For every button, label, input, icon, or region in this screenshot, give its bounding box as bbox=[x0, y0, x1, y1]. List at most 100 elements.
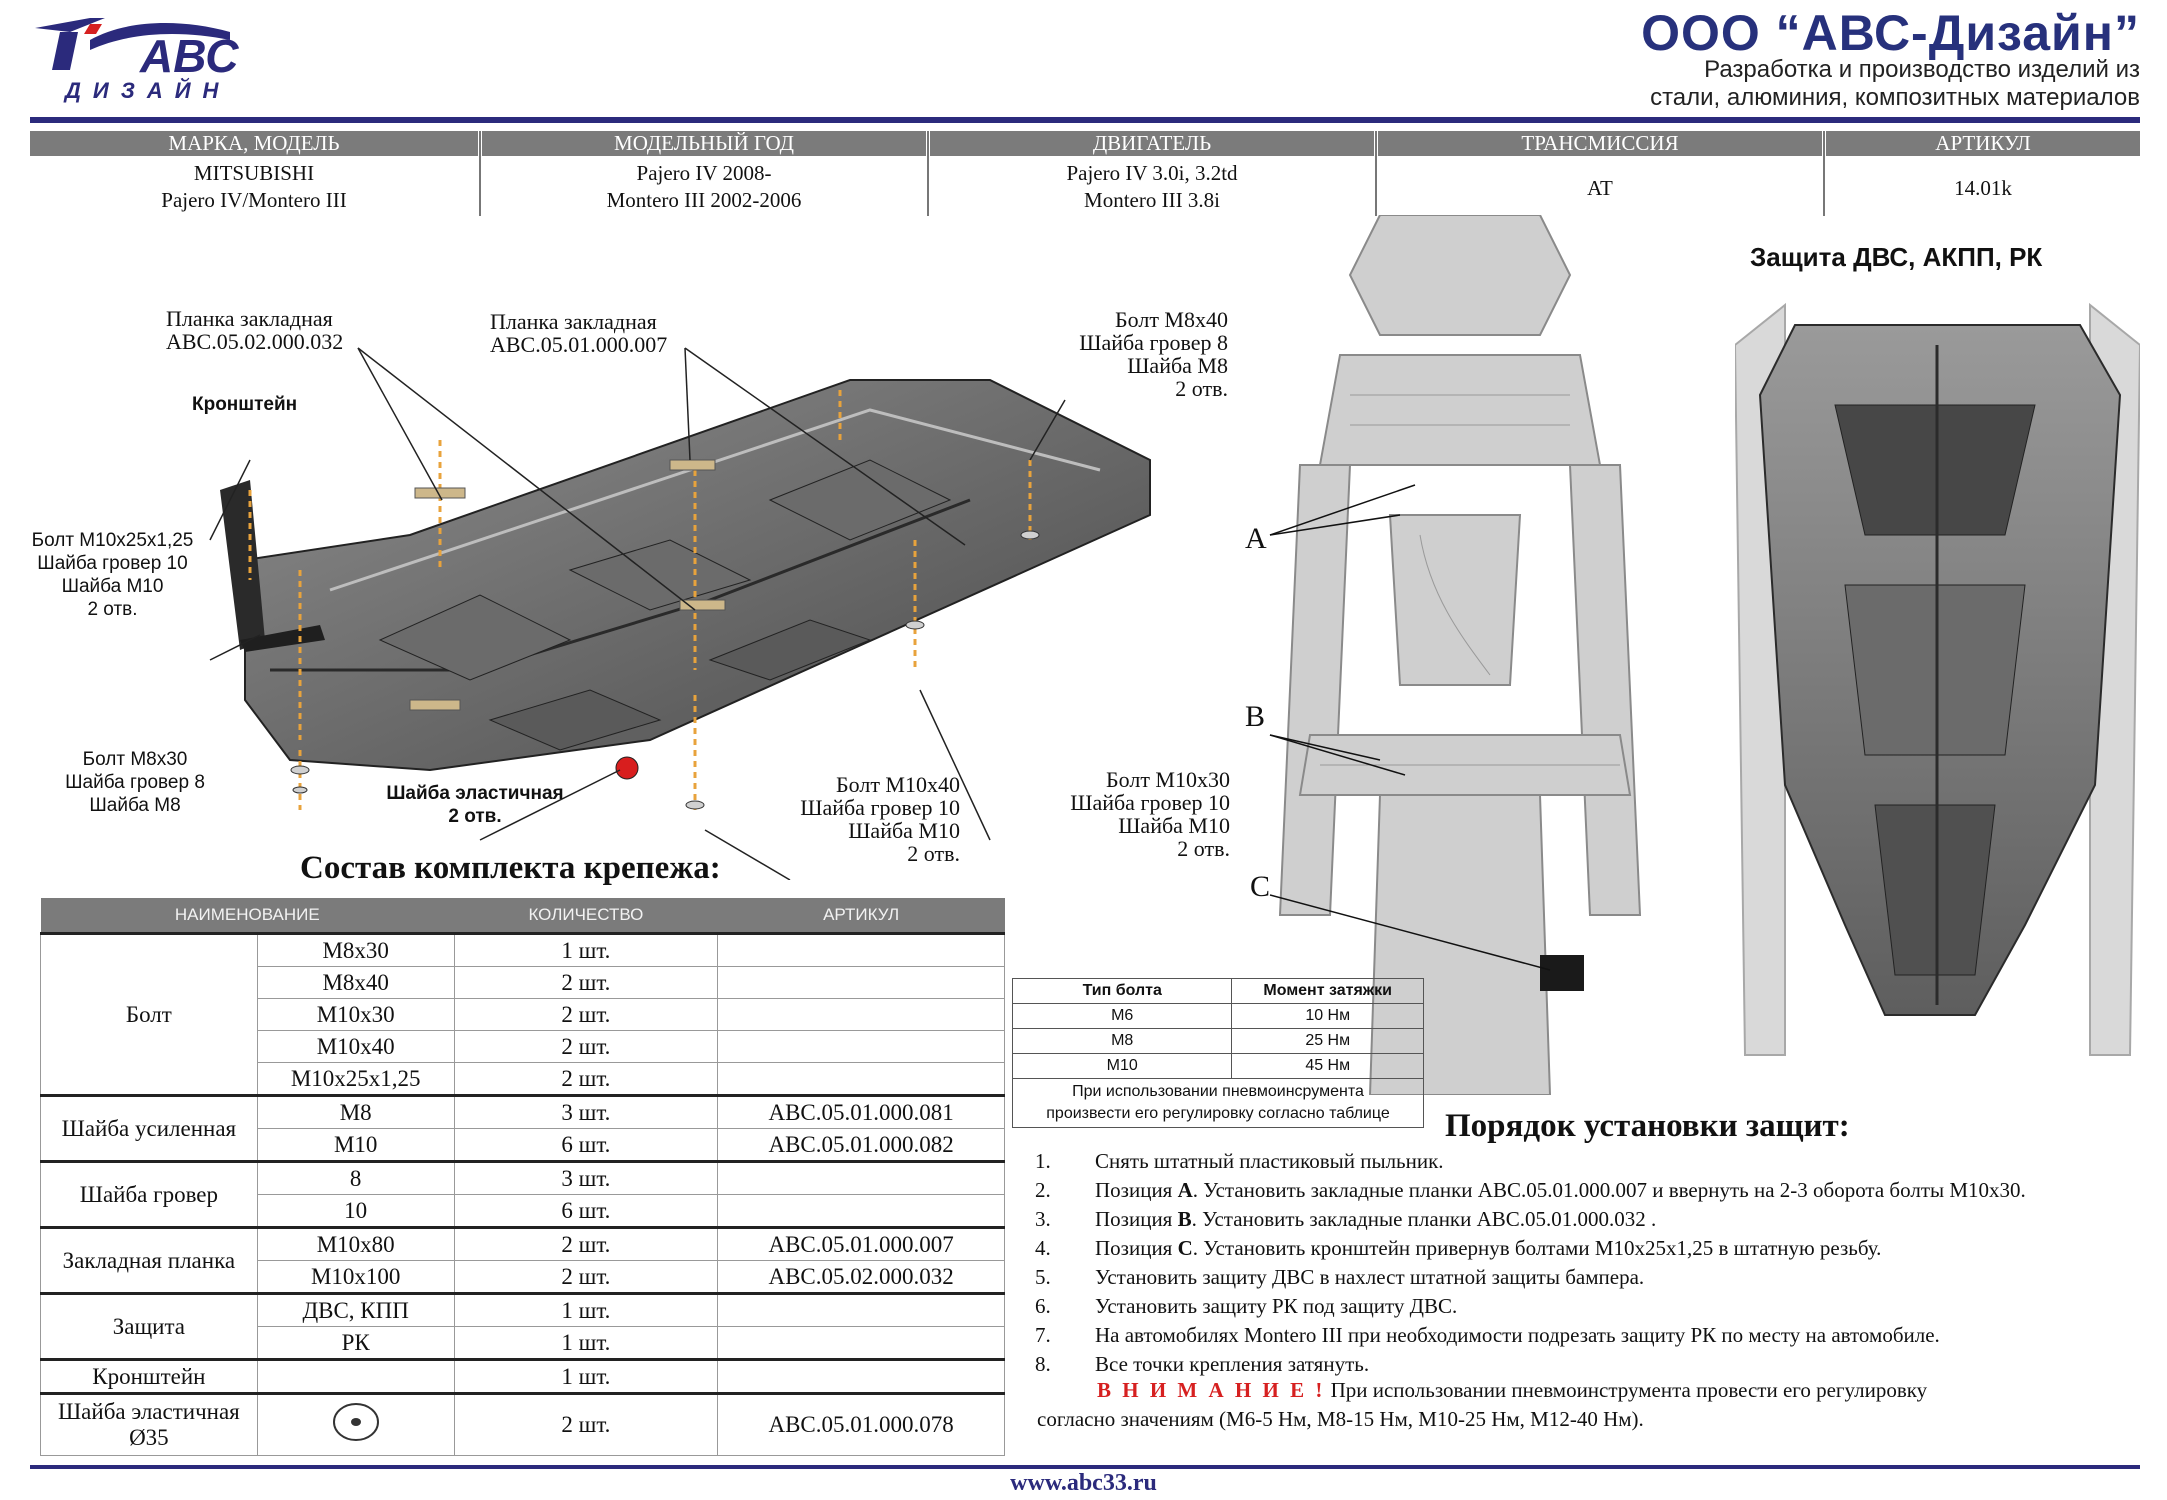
kit-article bbox=[717, 1160, 1005, 1195]
kit-article bbox=[717, 1292, 1005, 1327]
underbody-scan bbox=[1269, 215, 1642, 1095]
step-text-post: . Установить закладные планки АВС.05.01.… bbox=[1192, 1178, 2026, 1202]
kit-header-article: АРТИКУЛ bbox=[717, 898, 1005, 934]
callout-text: АВС.05.02.000.032 bbox=[166, 329, 344, 354]
install-title: Порядок установки защит: bbox=[1445, 1108, 1850, 1144]
step-number: 4. bbox=[1035, 1236, 1051, 1260]
skid-plate-exploded-view bbox=[209, 347, 1151, 880]
torque-table: Тип болта Момент затяжки М6 10 Нм М8 25 … bbox=[1011, 978, 1424, 1128]
group-plank: Закладная планка bbox=[40, 1226, 258, 1294]
table-row: Болт М8х30 1 шт. bbox=[40, 932, 1005, 1096]
list-item: 6.Установить защиту РК под защиту ДВС. bbox=[1035, 1292, 2155, 1321]
elastic-washer-icon bbox=[256, 1392, 455, 1456]
tagline-line-1: Разработка и производство изделий из bbox=[1704, 56, 2140, 83]
position-letter: В bbox=[1177, 1207, 1192, 1231]
table-row: Закладная планка М10х80 2 шт. АВС.05.01.… bbox=[40, 1226, 1005, 1294]
callout-text: Шайба М10 bbox=[61, 576, 164, 597]
kit-article bbox=[717, 1062, 1005, 1096]
table-row: М6 10 Нм bbox=[1011, 1003, 1424, 1029]
table-row: Защита ДВС, КПП 1 шт. bbox=[40, 1292, 1005, 1360]
step-text-post: . Установить закладные планки АВС.05.01.… bbox=[1191, 1207, 1657, 1231]
callout-bolt-m10x30: Болт М10х30 Шайба гровер 10 Шайба М10 2 … bbox=[1030, 768, 1230, 860]
kit-article bbox=[717, 932, 1005, 967]
company-logo: АВС ДИЗАЙН bbox=[35, 18, 239, 103]
step-text-post: . Установить кронштейн привернув болтами… bbox=[1192, 1236, 1882, 1260]
kit-size: М8х40 bbox=[256, 966, 455, 999]
vehicle-info-table: МАРКА, МОДЕЛЬ МОДЕЛЬНЫЙ ГОД ДВИГАТЕЛЬ ТР… bbox=[30, 131, 2140, 216]
kit-size bbox=[256, 1358, 455, 1394]
callout-plank-007: Планка закладная АВС.05.01.000.007 bbox=[490, 310, 667, 356]
torque-header-type: Тип болта bbox=[1011, 978, 1233, 1004]
step-text: Позиция В. Установить закладные планки А… bbox=[1095, 1205, 1656, 1234]
kit-title: Состав комплекта крепежа: bbox=[300, 850, 721, 886]
callout-bracket: Кронштейн bbox=[192, 394, 298, 415]
table-row: Шайба эластичная Ø35 2 шт. АВС.05.01.000… bbox=[40, 1392, 1005, 1456]
kit-size: ДВС, КПП bbox=[256, 1292, 455, 1327]
header-transmission: ТРАНСМИССИЯ bbox=[1378, 131, 1822, 156]
table-row: РК 1 шт. bbox=[41, 1326, 1005, 1360]
callout-bolt-m10x25: Болт М10х25х1,25 Шайба гровер 10 Шайба М… bbox=[20, 529, 205, 621]
step-number: 5. bbox=[1035, 1265, 1051, 1289]
kit-qty: 2 шт. bbox=[453, 1392, 719, 1456]
callout-plank-032: Планка закладная АВС.05.02.000.032 bbox=[166, 307, 343, 353]
table-row: Шайба гровер 8 3 шт. bbox=[40, 1160, 1005, 1228]
kit-article bbox=[717, 1194, 1005, 1228]
torque-value: 10 Нм bbox=[1231, 1003, 1424, 1029]
kit-qty: 2 шт. bbox=[453, 1030, 719, 1063]
kit-size: М10х25х1,25 bbox=[256, 1062, 455, 1096]
warning-line-1: В Н И М А Н И Е ! При использовании пнев… bbox=[1037, 1376, 2157, 1405]
step-text-pre: Позиция bbox=[1095, 1236, 1178, 1260]
header-article: АРТИКУЛ bbox=[1826, 131, 2140, 156]
kit-article bbox=[717, 998, 1005, 1031]
footer-divider bbox=[30, 1465, 2140, 1469]
kit-qty: 2 шт. bbox=[453, 1226, 719, 1261]
header-divider bbox=[30, 117, 2140, 123]
kit-qty: 2 шт. bbox=[453, 966, 719, 999]
warning-block: В Н И М А Н И Е ! При использовании пнев… bbox=[1037, 1376, 2157, 1434]
kit-article bbox=[717, 966, 1005, 999]
kit-size: РК bbox=[256, 1326, 455, 1360]
company-tagline: Разработка и производство изделий из ста… bbox=[1500, 56, 2140, 112]
table-row: М10х100 2 шт. АВС.05.02.000.032 bbox=[41, 1260, 1005, 1294]
callout-text: 2 отв. bbox=[1177, 836, 1230, 861]
callout-text: Шайба гровер 8 bbox=[1079, 330, 1228, 355]
kit-qty: 2 шт. bbox=[453, 1260, 719, 1294]
kit-qty: 1 шт. bbox=[453, 1326, 719, 1360]
step-number: 2. bbox=[1035, 1178, 1051, 1202]
warning-line-2: согласно значениям (М6-5 Нм, М8-15 Нм, М… bbox=[1037, 1407, 1644, 1431]
footer-url[interactable]: www.abc33.ru bbox=[1010, 1470, 1157, 1496]
header-make-model: МАРКА, МОДЕЛЬ bbox=[30, 131, 478, 156]
step-number: 3. bbox=[1035, 1207, 1051, 1231]
step-text: На автомобилях Montero III при необходим… bbox=[1095, 1323, 1940, 1347]
model-year-cell: Pajero IV 2008- Montero III 2002-2006 bbox=[482, 160, 926, 216]
kit-size: М10х40 bbox=[256, 1030, 455, 1063]
list-item: 8.Все точки крепления затянуть. bbox=[1035, 1350, 2155, 1379]
callout-text: Шайба гровер 10 bbox=[800, 795, 960, 820]
callout-bolt-m10x40: Болт М10х40 Шайба гровер 10 Шайба М10 2 … bbox=[760, 773, 960, 865]
callout-text: 2 отв. bbox=[907, 841, 960, 866]
kit-qty: 1 шт. bbox=[453, 932, 719, 967]
step-number: 8. bbox=[1035, 1352, 1051, 1376]
kit-article bbox=[717, 1358, 1005, 1394]
kit-table: НАИМЕНОВАНИЕ КОЛИЧЕСТВО АРТИКУЛ Болт М8х… bbox=[40, 898, 1005, 1456]
callout-text: Шайба М8 bbox=[89, 795, 181, 816]
warning-text: При использовании пневмоинструмента пров… bbox=[1325, 1378, 1928, 1402]
kit-qty: 3 шт. bbox=[453, 1160, 719, 1195]
torque-value: 25 Нм bbox=[1231, 1028, 1424, 1054]
list-item: 3. Позиция В. Установить закладные планки… bbox=[1035, 1205, 2155, 1234]
svg-text:АВС: АВС bbox=[139, 30, 239, 82]
kit-size: 8 bbox=[256, 1160, 455, 1195]
step-text: Установить защиту РК под защиту ДВС. bbox=[1095, 1294, 1458, 1318]
year-line-1: Pajero IV 2008- bbox=[636, 161, 772, 185]
model-text: Pajero IV/Montero III bbox=[161, 188, 347, 212]
header-model-year: МОДЕЛЬНЫЙ ГОД bbox=[482, 131, 926, 156]
step-text: Снять штатный пластиковый пыльник. bbox=[1095, 1149, 1444, 1173]
kit-size: М10х100 bbox=[256, 1260, 455, 1294]
article-cell: 14.01k bbox=[1954, 176, 2012, 200]
group-elastic-washer: Шайба эластичная Ø35 bbox=[40, 1392, 258, 1456]
table-row: М10х25х1,25 2 шт. bbox=[41, 1062, 1005, 1096]
callout-text: Шайба М8 bbox=[1127, 353, 1228, 378]
kit-size: М10 bbox=[256, 1128, 455, 1162]
callout-text: 2 отв. bbox=[1175, 376, 1228, 401]
year-line-2: Montero III 2002-2006 bbox=[606, 188, 802, 212]
